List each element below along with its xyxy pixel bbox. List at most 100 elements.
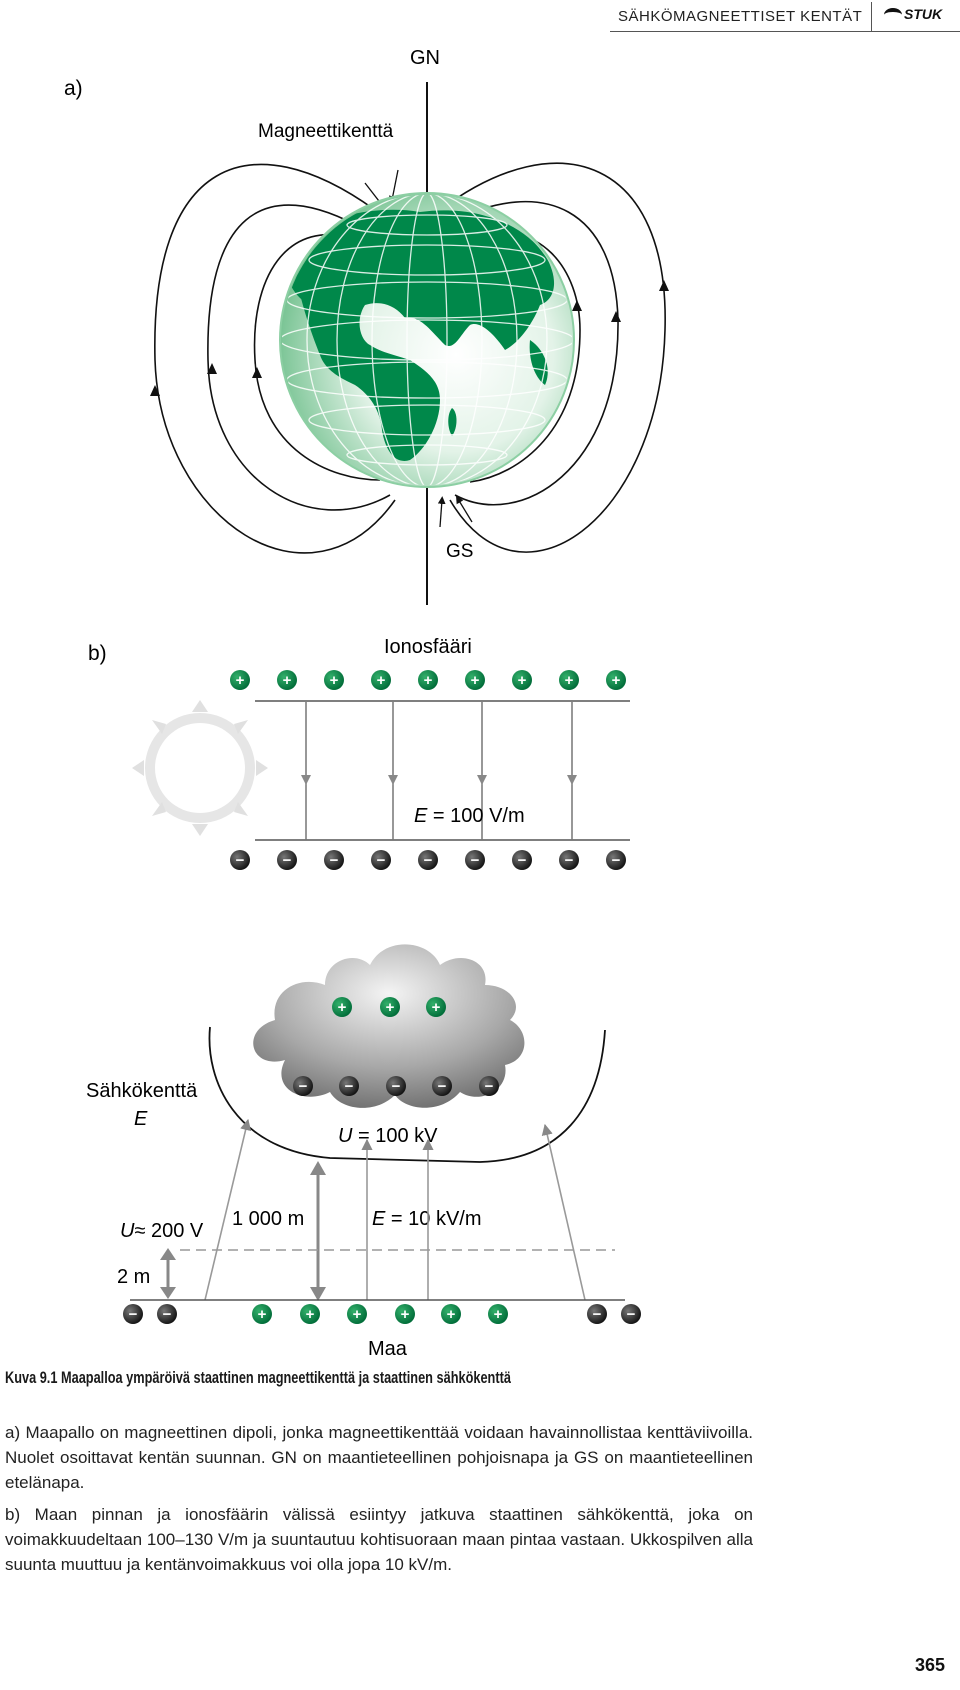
header-title: SÄHKÖMAGNEETTISET KENTÄT [618, 8, 863, 25]
field-line-right-outer [439, 162, 666, 553]
svg-text:+: + [612, 672, 621, 689]
positive-charge: + [426, 997, 446, 1017]
svg-text:+: + [518, 672, 527, 689]
header-separator [871, 2, 872, 32]
cloud-equipotential [208, 1026, 606, 1163]
ground-label: Maa [368, 1338, 408, 1360]
ionosphere-charges: +++++++++ [230, 670, 626, 690]
magnetic-field-label: Magneettikenttä [258, 121, 394, 142]
page-number: 365 [914, 1655, 945, 1675]
svg-text:−: − [392, 1078, 401, 1095]
svg-text:−: − [424, 852, 433, 869]
figure-b-label: b) [88, 642, 107, 665]
svg-text:+: + [377, 672, 386, 689]
negative-charge: − [230, 850, 250, 870]
negative-charge: − [324, 850, 344, 870]
positive-charge: + [465, 670, 485, 690]
field-strength-b: E = 100 V/m [414, 805, 525, 827]
negative-charge: − [418, 850, 438, 870]
stuk-swoosh-icon [884, 8, 902, 22]
sun-icon [132, 700, 268, 836]
thundercloud [253, 944, 525, 1108]
positive-charge: + [395, 1304, 415, 1324]
positive-charge: + [559, 670, 579, 690]
positive-charge: + [347, 1304, 367, 1324]
paragraph-a: a) Maapallo on magneettinen dipoli, jonk… [5, 1423, 753, 1492]
ground-voltage-symbol: U [120, 1220, 135, 1242]
ground-field-value: = 10 kV/m [385, 1208, 481, 1230]
globe-grid [282, 195, 572, 485]
ground-charges-b: −−−−−−−−− [230, 850, 626, 870]
arrow-up-5 [611, 311, 621, 322]
ionosphere-label: Ionosfääri [384, 636, 472, 658]
cloud-negative-charges: −−−−− [293, 1076, 499, 1096]
negative-charge: − [386, 1076, 406, 1096]
svg-text:−: − [627, 1306, 636, 1323]
positive-charge: + [252, 1304, 272, 1324]
ground-voltage-value: ≈ 200 V [134, 1220, 203, 1242]
svg-text:−: − [236, 852, 245, 869]
island-madagascar [448, 408, 457, 436]
svg-text:+: + [236, 672, 245, 689]
negative-charge: − [606, 850, 626, 870]
field-line-left-mid [207, 204, 391, 511]
positive-charge: + [380, 997, 400, 1017]
negative-charge: − [277, 850, 297, 870]
field-lines-c [204, 1118, 586, 1301]
figure-9-1: a) GN Magneettikenttä GS [64, 47, 669, 1360]
field-lines-b [305, 702, 573, 840]
negative-charge: − [621, 1304, 641, 1324]
stuk-logo-text: STUK [904, 6, 943, 22]
pointer-arrow-2 [388, 169, 399, 204]
arrow-up-4 [659, 280, 669, 291]
field-arrows [150, 280, 669, 396]
ground-voltage: U≈ 200 V [120, 1220, 204, 1242]
north-pole-label: GN [410, 47, 440, 69]
positive-charge: + [332, 997, 352, 1017]
cloud-positive-charges: + + + [332, 997, 446, 1017]
header-rule [610, 31, 960, 32]
svg-text:−: − [593, 1306, 602, 1323]
paragraph-b: b) Maan pinnan ja ionosfäärin välissä es… [5, 1505, 753, 1574]
svg-text:+: + [353, 1306, 362, 1323]
svg-text:−: − [345, 1078, 354, 1095]
svg-text:+: + [432, 999, 441, 1016]
negative-charge: − [157, 1304, 177, 1324]
pointer-arrow-4 [455, 495, 473, 523]
ground-field-symbol: E [372, 1208, 386, 1230]
svg-text:−: − [299, 1078, 308, 1095]
positive-charge: + [606, 670, 626, 690]
negative-charge: − [432, 1076, 452, 1096]
svg-text:+: + [565, 672, 574, 689]
svg-text:−: − [377, 852, 386, 869]
field-line-left-outer [154, 163, 396, 554]
arrow-up-6 [572, 300, 582, 311]
negative-charge: − [559, 850, 579, 870]
positive-charge: + [441, 1304, 461, 1324]
ground-charges-c: −−−−++++++ [123, 1304, 641, 1324]
svg-text:−: − [485, 1078, 494, 1095]
svg-text:+: + [330, 672, 339, 689]
negative-charge: − [587, 1304, 607, 1324]
positive-charge: + [371, 670, 391, 690]
negative-charge: − [371, 850, 391, 870]
figure-a-label: a) [64, 77, 83, 100]
positive-charge: + [488, 1304, 508, 1324]
arrow-up-2 [207, 363, 217, 374]
svg-text:−: − [438, 1078, 447, 1095]
stuk-logo: STUK [884, 6, 942, 22]
svg-text:+: + [386, 999, 395, 1016]
positive-charge: + [300, 1304, 320, 1324]
svg-text:+: + [424, 672, 433, 689]
field-symbol-c: E [134, 1108, 148, 1130]
cloud-voltage: U = 100 kV [338, 1125, 438, 1147]
page-header: SÄHKÖMAGNEETTISET KENTÄT STUK [610, 0, 960, 34]
two-metre-label: 2 m [117, 1266, 150, 1288]
south-pole-label: GS [446, 541, 473, 562]
positive-charge: + [324, 670, 344, 690]
svg-text:−: − [471, 852, 480, 869]
height-arrow [310, 1161, 326, 1301]
svg-text:−: − [283, 852, 292, 869]
svg-text:−: − [612, 852, 621, 869]
field-value-b: = 100 V/m [427, 805, 524, 827]
